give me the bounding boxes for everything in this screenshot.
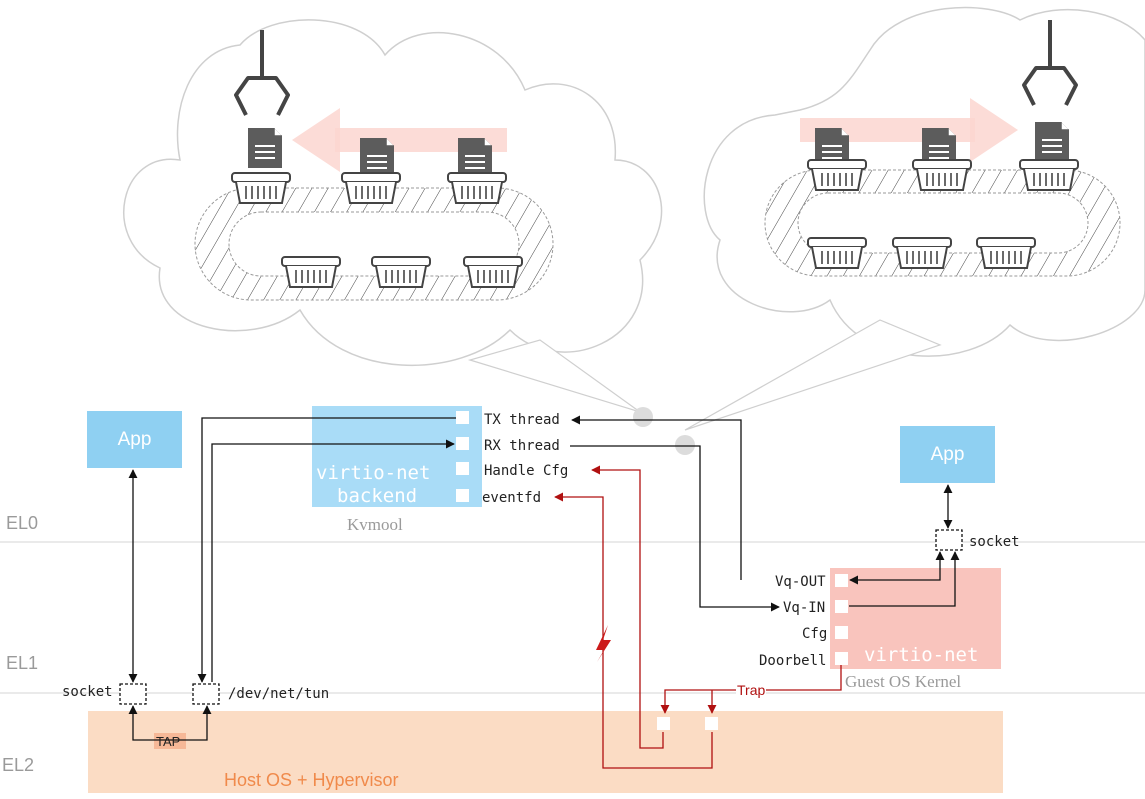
- tap-link: [128, 705, 212, 741]
- guest-socket: [935, 529, 963, 551]
- bubble-dot-2: [675, 435, 695, 455]
- port-rx: [456, 437, 469, 450]
- hypervisor-layer: [88, 711, 1003, 793]
- eventfd-trap-link: [554, 492, 713, 769]
- rx-thread-link: [570, 445, 780, 612]
- host-socket: [119, 683, 147, 705]
- tx-thread-link: [571, 415, 742, 580]
- lightning-icon: [596, 625, 611, 662]
- trap-handler-cfg: [657, 717, 670, 730]
- port-doorbell: [835, 652, 848, 665]
- port-vq-out: [835, 574, 848, 587]
- tun-tx-link: [197, 417, 456, 683]
- trap-handler-eventfd: [705, 717, 718, 730]
- doorbell-trap-link: [660, 665, 842, 714]
- vq-in-socket-link: [849, 551, 960, 607]
- backend-box: [312, 406, 482, 507]
- port-vq-in: [835, 600, 848, 613]
- cfg-trap-link: [591, 465, 664, 749]
- port-eventfd: [456, 489, 469, 502]
- tap-label-bg: [154, 733, 186, 749]
- port-guest-cfg: [835, 626, 848, 639]
- guest-virtio-box: [830, 568, 1001, 669]
- port-tx: [456, 411, 469, 424]
- vq-out-socket-link: [849, 551, 945, 585]
- tun-device: [192, 683, 220, 705]
- bubble-dot-1: [633, 407, 653, 427]
- port-cfg: [456, 462, 469, 475]
- tun-rx-link: [211, 439, 455, 682]
